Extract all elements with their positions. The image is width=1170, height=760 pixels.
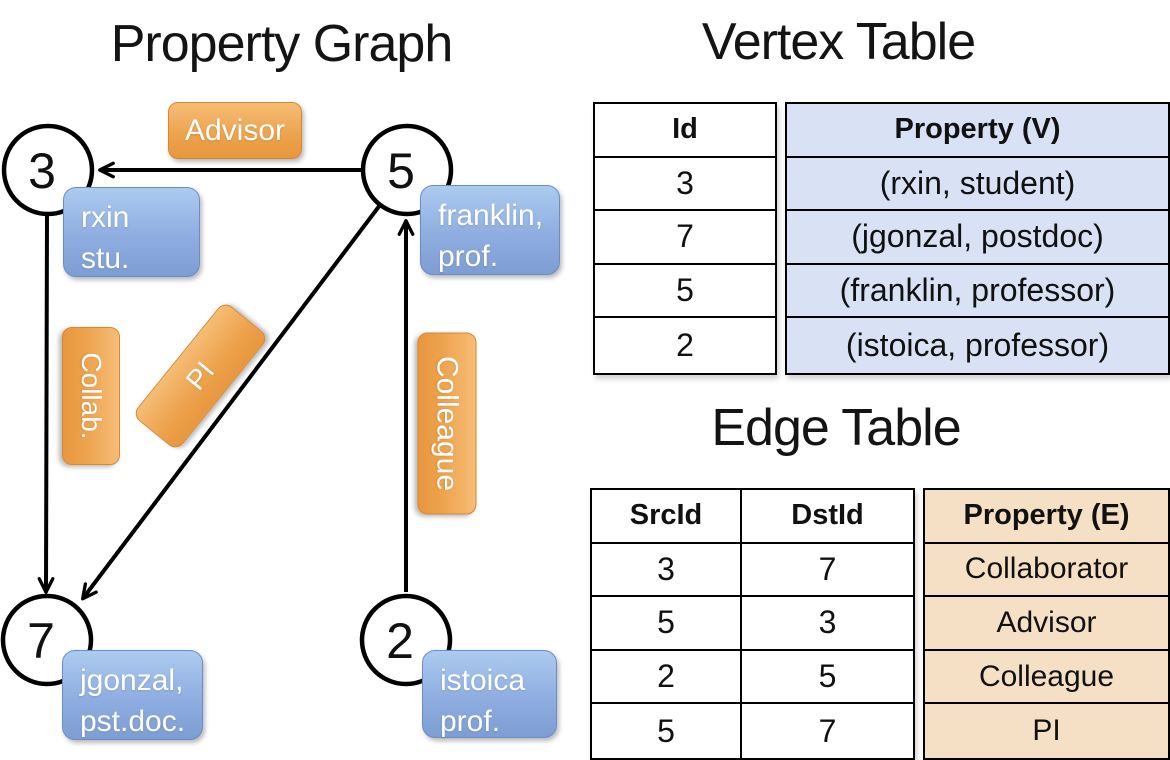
vertex-prop-box-3: rxin stu.: [63, 187, 200, 277]
vertex-prop-box-7: jgonzal, pst.doc.: [62, 650, 203, 740]
table-cell: PI: [1032, 714, 1061, 748]
edge-table-title: Edge Table: [711, 399, 961, 457]
edge-table-dst-header: DstId: [742, 490, 913, 544]
vertex-prop-line: pst.doc.: [80, 705, 186, 739]
table-cell: Collaborator: [925, 544, 1168, 598]
table-cell: 7: [595, 211, 775, 265]
property-graph-title: Property Graph: [110, 15, 454, 73]
edge-label-advisor: Advisor: [168, 102, 302, 159]
table-cell: 5: [595, 265, 775, 319]
table-cell: 7: [818, 712, 837, 749]
vertex-prop-line: istoica: [440, 664, 526, 697]
edge-table-src-header: SrcId: [592, 490, 740, 544]
table-cell: 2: [676, 326, 694, 363]
table-cell: (jgonzal, postdoc): [787, 211, 1168, 265]
edge-line-collaborator: [37, 213, 55, 594]
edge-table-src-column: SrcId 3 5 2 5: [592, 490, 740, 758]
edge-table-dst-column: DstId 7 3 5 7: [740, 490, 913, 758]
edge-label-collab: Collab.: [62, 327, 120, 465]
vertex-prop-line: jgonzal,: [80, 664, 184, 697]
table-cell: (istoica, professor): [845, 326, 1110, 363]
vertex-table-id-column: Id 3 7 5 2: [593, 102, 777, 375]
vertex-table-property-column: Property (V) (rxin, student) (jgonzal, p…: [785, 102, 1170, 375]
node-id-label-7: 7: [27, 613, 55, 669]
table-cell: Advisor: [925, 597, 1168, 651]
table-cell: 3: [742, 597, 913, 651]
table-cell: 5: [742, 651, 913, 705]
vertex-table-property-header: Property (V): [787, 104, 1168, 158]
vertex-prop-box-5: franklin, prof.: [420, 185, 560, 275]
table-cell: 5: [657, 712, 675, 749]
node-id-label-5: 5: [387, 143, 415, 199]
edge-table-property-column: Property (E) Collaborator Advisor Collea…: [923, 488, 1170, 760]
vertex-prop-line: rxin: [81, 201, 130, 234]
edge-line-pi: [80, 203, 382, 601]
edge-table-property-header: Property (E): [925, 490, 1168, 544]
edge-table-id-columns: SrcId 3 5 2 5 DstId 7 3 5 7: [590, 488, 915, 760]
node-id-label-2: 2: [386, 613, 414, 669]
edge-label-colleague: Colleague: [417, 332, 477, 515]
table-cell: 7: [742, 544, 913, 598]
node-id-label-3: 3: [28, 143, 56, 199]
vertex-table-id-header: Id: [595, 104, 775, 158]
table-cell: 2: [592, 651, 740, 705]
vertex-prop-line: franklin,: [438, 199, 544, 232]
vertex-prop-line: prof.: [440, 705, 501, 739]
table-cell: 5: [592, 597, 740, 651]
table-cell: (rxin, student): [787, 158, 1168, 212]
vertex-prop-line: stu.: [81, 242, 130, 276]
table-cell: 3: [595, 158, 775, 212]
table-cell: (franklin, professor): [787, 265, 1168, 319]
table-cell: 3: [592, 544, 740, 598]
table-cell: Colleague: [925, 651, 1168, 705]
vertex-prop-box-2: istoica prof.: [422, 650, 557, 738]
vertex-table-title: Vertex Table: [701, 13, 976, 71]
vertex-prop-line: prof.: [438, 240, 499, 274]
